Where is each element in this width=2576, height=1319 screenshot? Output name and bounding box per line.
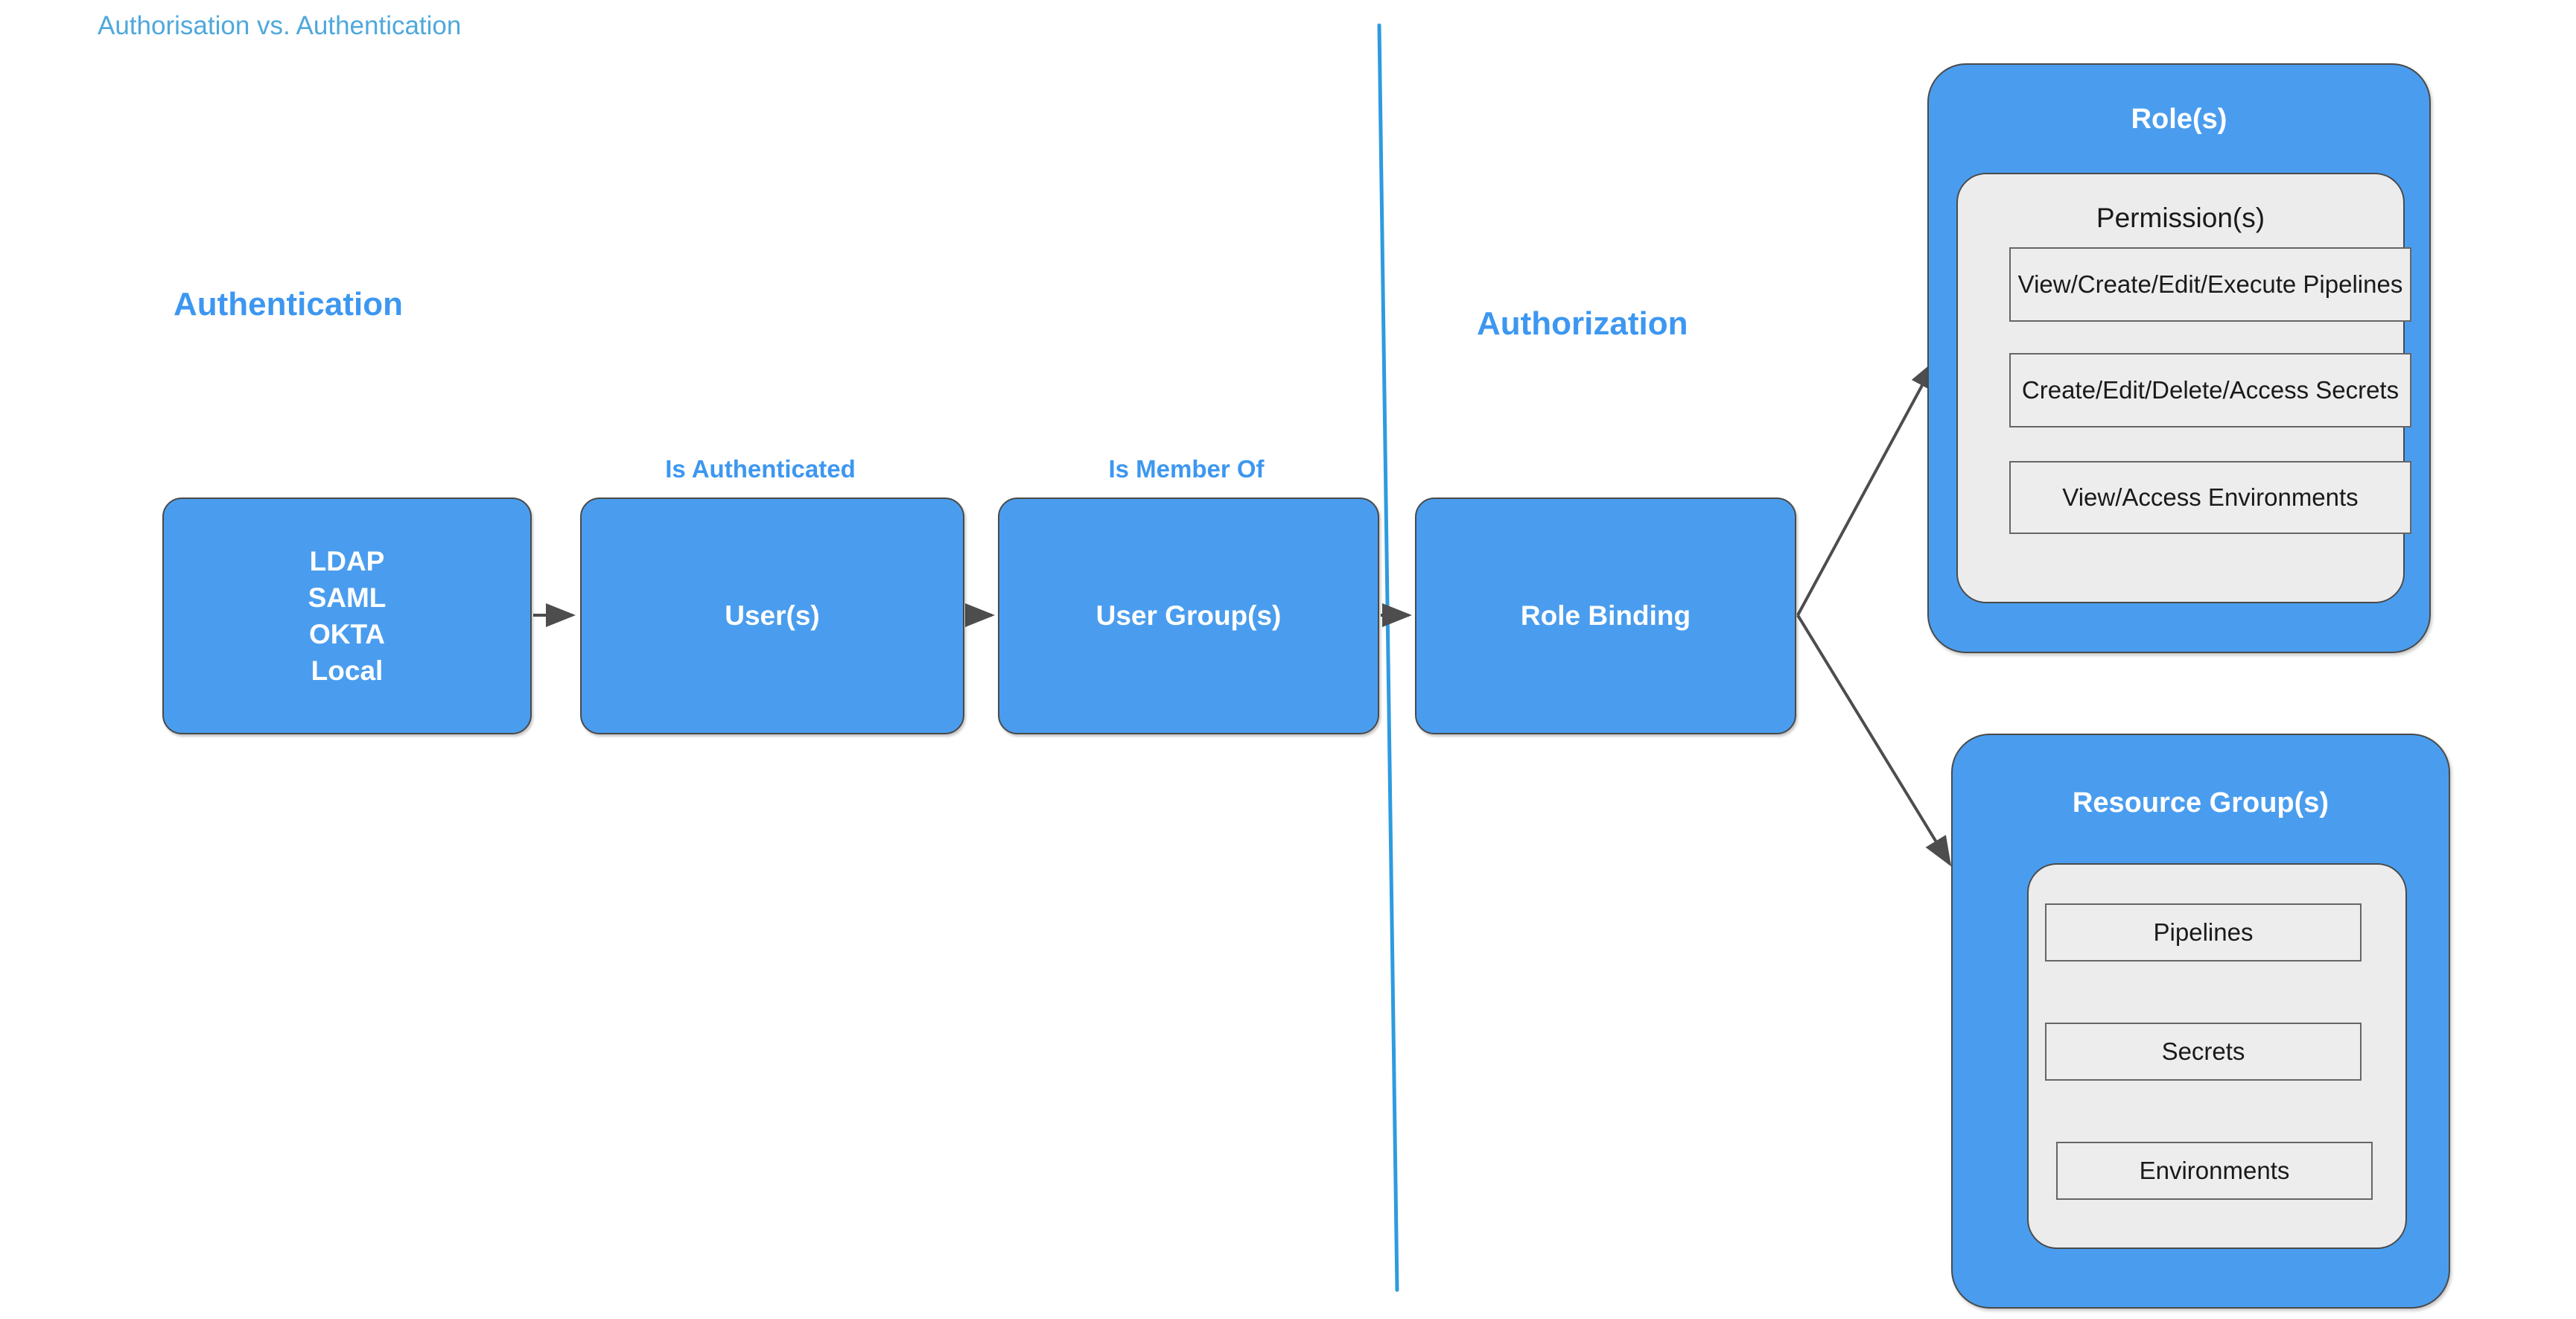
- node-identity-providers[interactable]: LDAP SAML OKTA Local: [162, 498, 532, 734]
- node-identity-providers-label: LDAP SAML OKTA Local: [308, 545, 387, 687]
- page-title: Authorisation vs. Authentication: [98, 11, 462, 40]
- permission-item[interactable]: Create/Edit/Delete/Access Secrets: [2009, 353, 2411, 428]
- resource-item-label: Environments: [2139, 1157, 2290, 1185]
- panel-resource-groups-title: Resource Group(s): [2072, 787, 2329, 819]
- section-heading-authentication: Authentication: [174, 286, 403, 322]
- node-user-groups[interactable]: User Group(s): [998, 498, 1379, 734]
- node-users[interactable]: User(s): [580, 498, 964, 734]
- resource-item[interactable]: Environments: [2056, 1142, 2373, 1200]
- permission-item[interactable]: View/Create/Edit/Execute Pipelines: [2009, 247, 2411, 322]
- node-role-binding-label: Role Binding: [1520, 600, 1691, 632]
- permission-item[interactable]: View/Access Environments: [2009, 461, 2411, 534]
- node-user-groups-label: User Group(s): [1095, 600, 1282, 632]
- permissions-title: Permission(s): [2096, 203, 2265, 233]
- resource-item-label: Pipelines: [2153, 918, 2254, 947]
- resources-container: Pipelines Secrets Environments: [2027, 863, 2407, 1249]
- permissions-container: Permission(s) View/Create/Edit/Execute P…: [1956, 173, 2411, 603]
- edge-label-is-authenticated: Is Authenticated: [665, 455, 856, 483]
- panel-roles-title: Role(s): [2131, 104, 2227, 135]
- permission-item-label: Create/Edit/Delete/Access Secrets: [2021, 376, 2400, 404]
- node-users-label: User(s): [725, 600, 820, 632]
- section-heading-authorization: Authorization: [1477, 305, 1688, 342]
- edge-label-is-member-of: Is Member Of: [1108, 455, 1265, 483]
- permission-item-label: View/Access Environments: [2062, 483, 2359, 512]
- resource-item-label: Secrets: [2161, 1037, 2245, 1066]
- panel-resource-groups[interactable]: Resource Group(s) Pipelines Secrets Envi…: [1951, 734, 2450, 1309]
- node-role-binding[interactable]: Role Binding: [1415, 498, 1796, 734]
- resource-item[interactable]: Secrets: [2045, 1023, 2362, 1081]
- resource-item[interactable]: Pipelines: [2045, 903, 2362, 962]
- panel-roles[interactable]: Role(s) Permission(s) View/Create/Edit/E…: [1927, 63, 2431, 653]
- permission-item-label: View/Create/Edit/Execute Pipelines: [2017, 270, 2403, 299]
